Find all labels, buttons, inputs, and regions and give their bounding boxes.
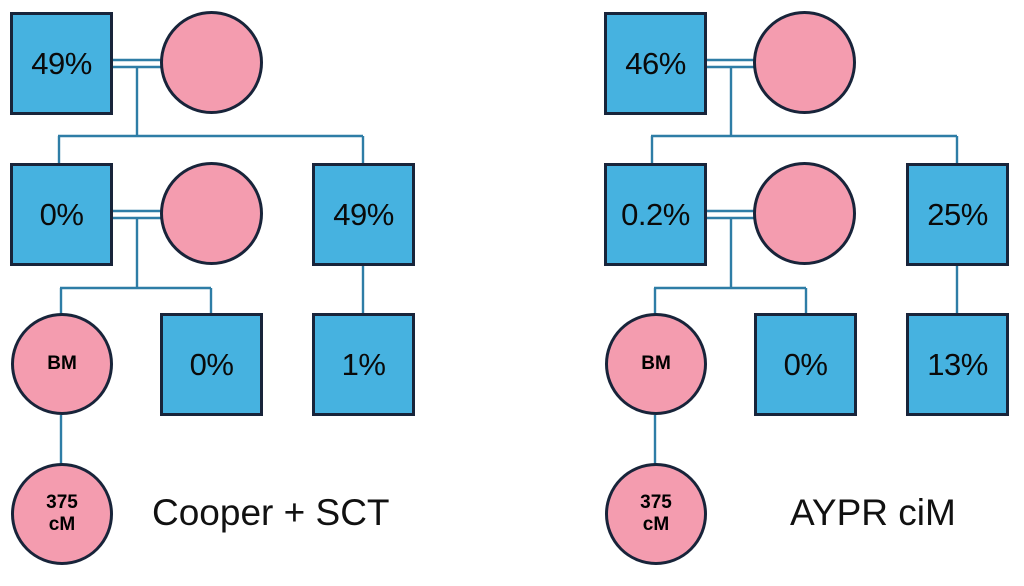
left-gen4-child-circle[interactable]: 375 cM [11,463,113,565]
left-gen1-female-circle[interactable] [160,11,263,114]
right-gen3-proband-label: BM [641,353,671,375]
right-gen3-male-label: 0% [783,347,828,382]
left-gen3-male-square[interactable]: 0% [160,313,263,416]
right-gen2-sibling-male-label: 25% [927,197,988,232]
left-gen3-proband-circle[interactable]: BM [11,313,113,415]
left-gen2-male-square[interactable]: 0% [10,163,113,266]
left-panel-caption: Cooper + SCT [152,492,390,533]
left-gen3-male-label: 0% [189,347,234,382]
right-gen3-male-square[interactable]: 0% [754,313,857,416]
left-gen4-cm-unit: cM [48,514,76,535]
right-gen1-female-circle[interactable] [753,11,856,114]
right-gen2-sibling-male-square[interactable]: 25% [906,163,1009,266]
right-gen3-cousin-male-square[interactable]: 13% [906,313,1009,416]
left-gen3-cousin-male-square[interactable]: 1% [312,313,415,416]
left-gen1-male-label: 49% [31,46,92,81]
right-gen4-cm-unit: cM [642,514,670,535]
right-gen2-male-square[interactable]: 0.2% [604,163,707,266]
left-gen2-sibling-male-square[interactable]: 49% [312,163,415,266]
left-gen1-male-square[interactable]: 49% [10,12,113,115]
left-gen3-proband-label: BM [47,353,77,375]
right-gen1-male-label: 46% [625,46,686,81]
right-gen3-cousin-male-label: 13% [927,347,988,382]
right-gen4-child-circle[interactable]: 375 cM [605,463,707,565]
right-gen1-male-square[interactable]: 46% [604,12,707,115]
right-gen4-cm-value: 375 [640,492,672,514]
left-gen4-cm-value: 375 [46,492,78,514]
left-gen2-male-label: 0% [39,197,84,232]
right-gen2-female-circle[interactable] [753,162,856,265]
right-gen2-male-label: 0.2% [621,197,690,232]
left-gen3-cousin-male-label: 1% [341,347,386,382]
right-panel-caption: AYPR ciM [790,492,956,533]
right-gen3-proband-circle[interactable]: BM [605,313,707,415]
left-gen2-female-circle[interactable] [160,162,263,265]
left-gen2-sibling-male-label: 49% [333,197,394,232]
